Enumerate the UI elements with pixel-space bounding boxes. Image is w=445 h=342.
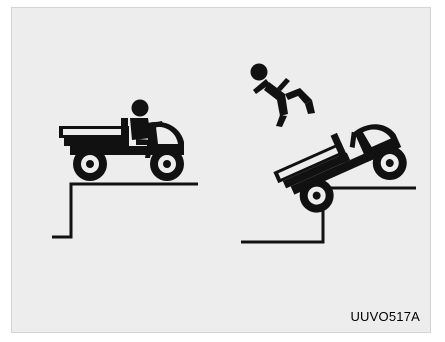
- utility-vehicle-safe: [59, 100, 184, 182]
- illustration-panel: UUVO517A: [11, 7, 431, 333]
- ledge-ground-left: [52, 184, 198, 237]
- safe-ledge-scene: [52, 100, 198, 238]
- drop-off-warning-illustration: [12, 8, 432, 334]
- dropoff-hazard-scene: [241, 64, 416, 243]
- falling-person-figure: [251, 64, 316, 128]
- utility-vehicle-tipping: [269, 111, 412, 223]
- figure-code-label: UUVO517A: [350, 309, 420, 324]
